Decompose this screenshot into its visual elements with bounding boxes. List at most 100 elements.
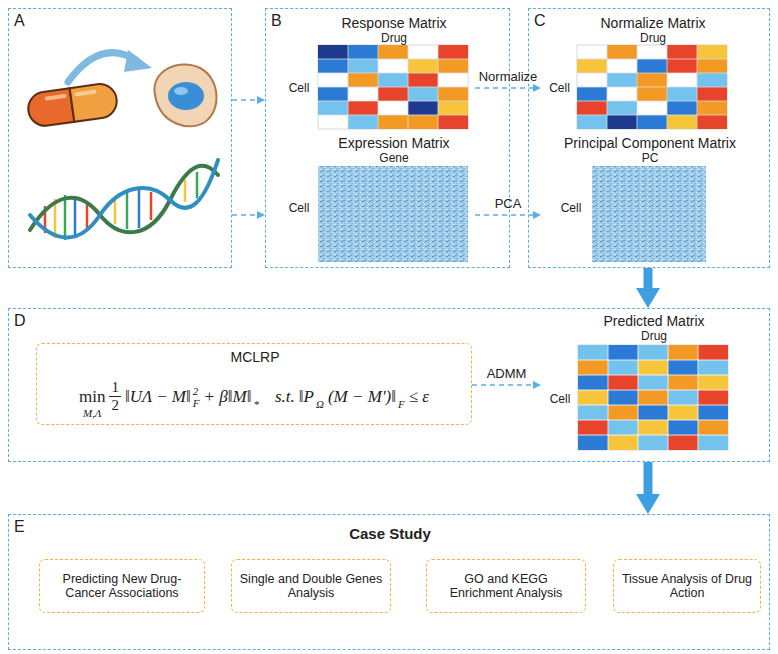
matrix-text: Cell	[279, 202, 319, 216]
matrix-text: Drug	[579, 330, 729, 344]
dna-rung	[126, 193, 129, 229]
matrix-text: Expression Matrix	[319, 135, 469, 151]
formula-group: ‖UΛ − M‖	[125, 387, 191, 407]
dna-strand	[30, 166, 218, 232]
matrix-text: Gene	[319, 152, 469, 166]
task-text: Single and Double Genes Analysis	[238, 572, 384, 601]
cell-icon	[154, 64, 216, 126]
edge-label: Normalize	[458, 69, 558, 84]
panel-box: ECase StudyPredicting New Drug-Cancer As…	[8, 514, 770, 650]
curved-arrow-head	[124, 50, 152, 72]
dashed-arrow	[472, 384, 533, 386]
matrix-cells	[578, 345, 728, 450]
task-text: Tissue Analysis of Drug Action	[620, 572, 754, 601]
block-arrow	[644, 268, 653, 288]
formula-term: 1	[109, 379, 121, 397]
panel-box: A	[8, 8, 232, 268]
edge-label: PCA	[458, 196, 558, 211]
formula-term: (M − M′)‖	[328, 387, 396, 407]
matrix-cells	[577, 45, 727, 129]
formula-group: *	[253, 398, 259, 410]
formula-term: *	[253, 398, 259, 410]
dashed-arrow	[475, 214, 533, 216]
formula-group: Ω	[316, 398, 324, 410]
formula-term: Ω	[316, 398, 324, 410]
expression-texture	[318, 166, 468, 262]
formula-group: ‖P	[299, 387, 314, 407]
panel-letter: A	[14, 12, 25, 30]
pill-half	[26, 88, 74, 128]
matrix-text: Drug	[578, 32, 728, 46]
dashed-arrow	[475, 87, 533, 89]
matrix-grid	[577, 45, 727, 129]
dna-rung	[138, 190, 141, 228]
matrix-gridlines	[318, 45, 468, 129]
dna-rung	[64, 195, 67, 240]
formula-term: min	[79, 387, 105, 407]
panel-letter: D	[14, 312, 26, 330]
dna-rung	[184, 180, 187, 202]
formula-term: ‖UΛ − M‖	[125, 387, 191, 407]
matrix-grid	[318, 45, 468, 129]
formula-term: F	[398, 398, 405, 410]
matrix-text: Principal Component Matrix	[545, 135, 755, 151]
pill-highlight	[74, 89, 96, 96]
block-arrow	[644, 462, 653, 494]
matrix-text: Cell	[541, 393, 579, 407]
matrix-gridlines	[577, 45, 727, 129]
formula-group: minM,Λ	[79, 387, 105, 419]
matrix-cells	[607, 115, 637, 129]
matrix-cells	[578, 345, 728, 450]
pill-highlight	[45, 94, 67, 101]
matrix-block: Principal Component MatrixPCCell	[541, 135, 733, 267]
dna-rung	[74, 196, 77, 238]
dna-rung	[150, 192, 153, 220]
matrix-text: Normalize Matrix	[578, 15, 728, 31]
formula-group: 12	[109, 379, 121, 414]
matrix-text: Predicted Matrix	[579, 313, 729, 329]
formula-group: s.t.	[275, 387, 295, 407]
formula-term: 2	[193, 385, 199, 397]
matrix-block: Response MatrixDrugCell	[279, 15, 475, 133]
matrix-text: Cell	[549, 202, 593, 216]
dna-rung	[86, 203, 89, 228]
task-text: Predicting New Drug-Cancer Associations	[46, 572, 198, 601]
formula-group: (M − M′)‖	[328, 387, 396, 407]
panel-letter: C	[534, 12, 546, 30]
pc-texture	[592, 166, 706, 262]
matrix-block: Predicted MatrixDrugCell	[541, 313, 733, 455]
task-box: Tissue Analysis of Drug Action	[613, 559, 761, 613]
pill-half	[70, 82, 119, 122]
matrix-grid	[578, 345, 728, 450]
formula-group: 2F	[193, 385, 200, 409]
matrix-block: Normalize MatrixDrugCell	[541, 15, 733, 133]
dna-rung	[196, 172, 199, 198]
matrix-gridlines	[578, 345, 728, 450]
nucleus-highlight	[174, 87, 188, 95]
matrix-text: PC	[575, 152, 725, 166]
panel-box: BResponse MatrixDrugCellExpression Matri…	[265, 8, 510, 268]
formula-term: M,Λ	[83, 407, 102, 419]
formula-title: MCLRP	[37, 349, 473, 365]
panel-text: Case Study	[9, 525, 771, 542]
dashed-arrow	[232, 99, 257, 101]
cell-nucleus	[168, 82, 204, 110]
formula-term: ≤ ε	[409, 387, 429, 407]
pill-icon	[26, 82, 119, 128]
panel-letter: B	[271, 12, 282, 30]
matrix-text: Drug	[319, 32, 469, 46]
formula-row: minM,Λ12‖UΛ − M‖2F+ β‖M‖*s.t.‖PΩ(M − M′)…	[37, 374, 471, 419]
formula-term: 2	[111, 397, 119, 414]
matrix-text: Response Matrix	[319, 15, 469, 31]
edge-label: ADMM	[457, 366, 557, 381]
formula-group: F	[398, 398, 405, 410]
matrix-cells	[578, 345, 728, 450]
formula-term: ‖P	[299, 387, 314, 407]
matrix-block: Expression MatrixGeneCell	[279, 135, 475, 267]
task-box: Single and Double Genes Analysis	[231, 559, 391, 613]
panel-box: CNormalize MatrixDrugCellPrincipal Compo…	[528, 8, 770, 268]
matrix-text: Cell	[541, 82, 578, 96]
formula-term: s.t.	[275, 387, 295, 407]
matrix-cells	[577, 45, 727, 129]
formula-group: + β‖M‖	[204, 387, 252, 407]
